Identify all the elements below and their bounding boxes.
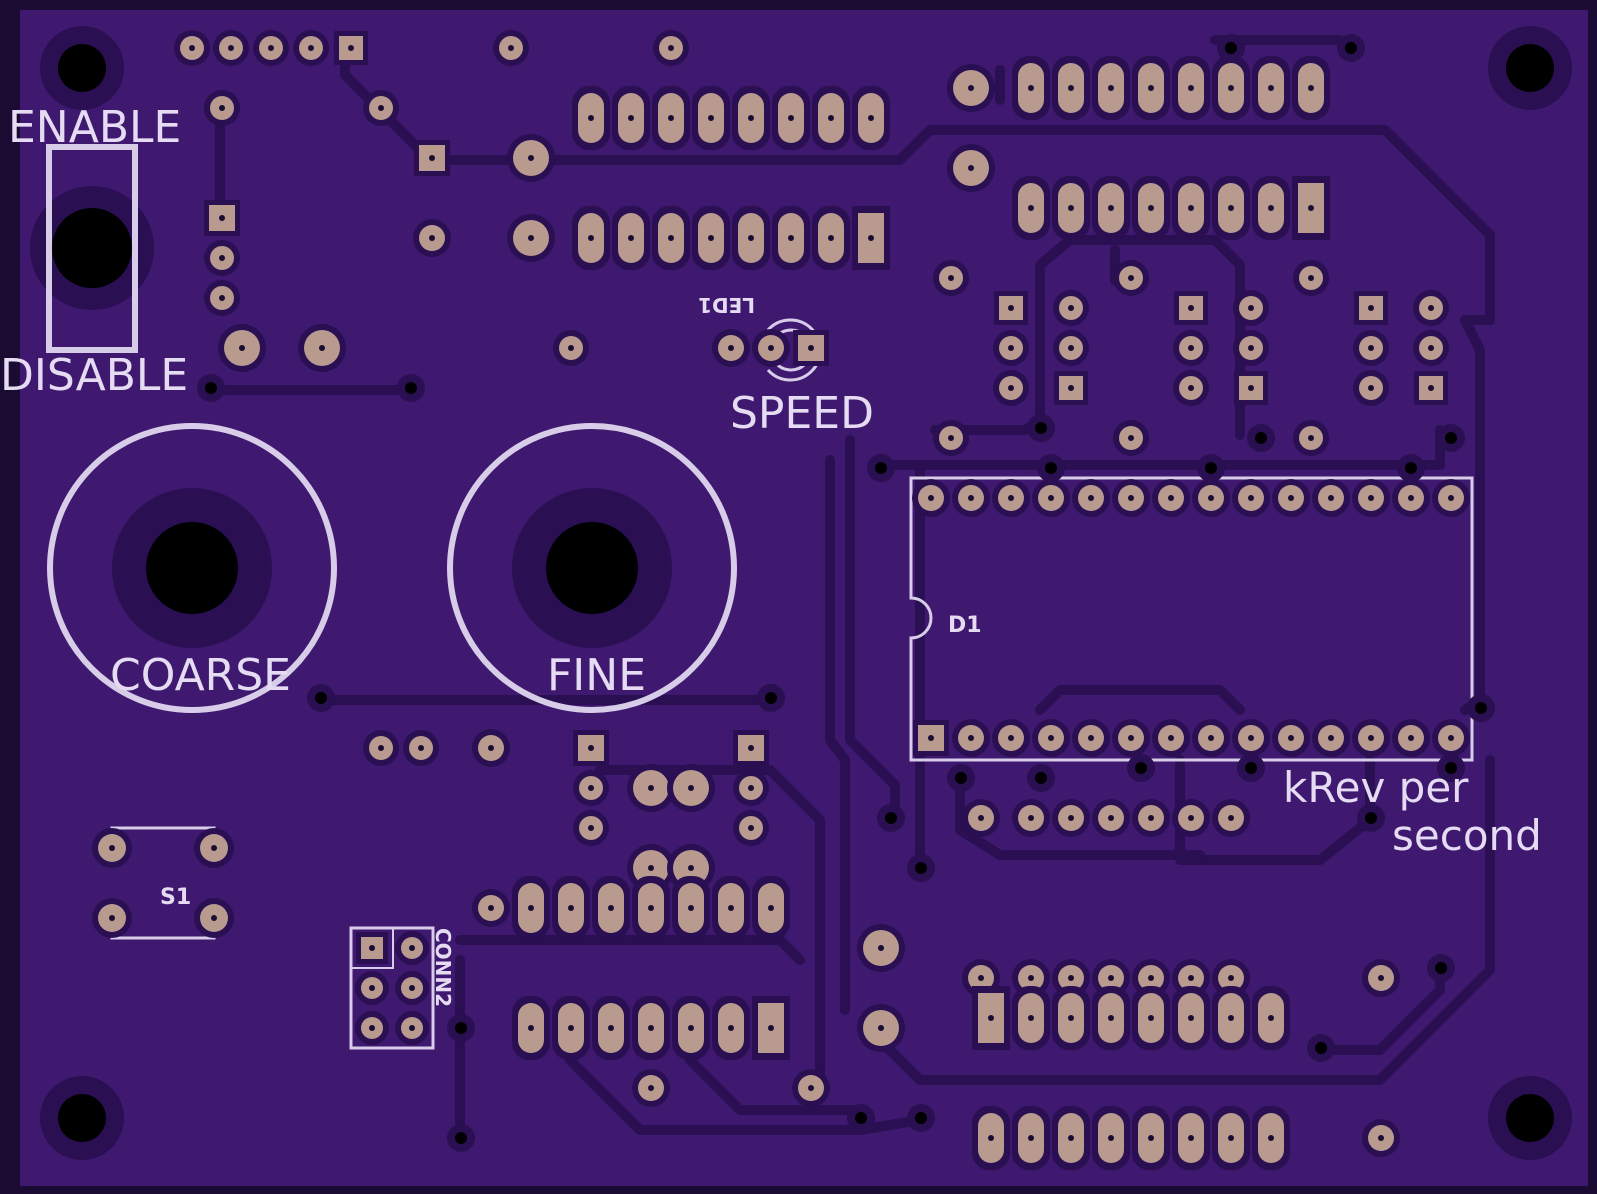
krev-line2-label: second (1392, 811, 1542, 860)
fine-label: FINE (547, 650, 646, 701)
disable-label: DISABLE (0, 350, 188, 401)
potentiometer-footprints (30, 144, 737, 713)
krev-line1-label: kRev per (1283, 763, 1469, 812)
toggle-switch-outline (46, 144, 138, 353)
pads-layer (92, 30, 1495, 1170)
conn2-label: CONN2 (431, 928, 455, 1007)
enable-label: ENABLE (8, 102, 181, 153)
silkscreen-text: ENABLE DISABLE COARSE FINE SPEED LED1 D1… (0, 102, 1542, 1007)
d1-dip-outline (909, 476, 1474, 762)
mounting-holes (40, 26, 1572, 1160)
coarse-knob-outline (47, 423, 337, 713)
conn2-outline (349, 926, 435, 1050)
led1-label: LED1 (698, 293, 755, 317)
fine-knob-outline (447, 423, 737, 713)
coarse-label: COARSE (110, 650, 291, 701)
d1-label: D1 (948, 613, 982, 638)
s1-label: S1 (160, 885, 191, 910)
speed-label: SPEED (730, 388, 874, 439)
